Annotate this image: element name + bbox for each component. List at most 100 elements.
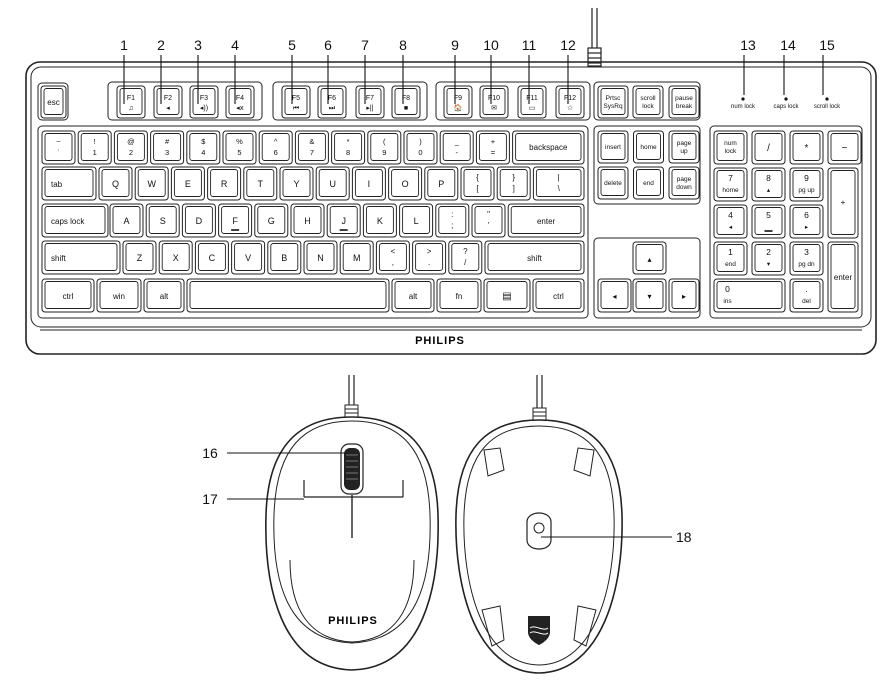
key-num-row-5-label: 5 [237,148,241,157]
key-k: K [362,203,397,238]
key-numpad-enter-label: enter [834,273,853,282]
key-numpad-9: 9pg up [789,167,824,202]
key-menu: ▤ [483,278,531,313]
key-numpad-r0-1-label: / [767,143,770,154]
key-page-up-label: up [680,148,688,155]
key-d-label: D [196,216,203,226]
key-w-label: W [147,179,156,189]
key-caps-lock: caps lock [41,203,109,238]
key-scroll-label: scroll [640,95,656,102]
key-numpad-r0-3-label: − [842,143,848,154]
key-num-row-3-label: # [165,137,170,146]
key-z: Z [122,240,157,275]
key-numpad-1-label: 1 [728,247,733,257]
key-fn: fn [436,278,482,313]
key-f9-label: F9 [454,95,462,102]
key-arrow-left: ◂ [597,278,632,313]
key-delete: delete [597,166,629,200]
key-p-label: P [438,179,444,189]
key-f8-label: F8 [402,95,410,102]
key-numpad-2: 2▾ [751,241,786,276]
key-num-row-10-label: 0 [418,148,422,157]
callout-number: 3 [194,37,202,53]
key-f1-label: ♫ [128,105,133,112]
indicator-led-1 [784,97,788,101]
f9-f12-frame [435,81,591,121]
key-s-label: S [160,216,166,226]
key-f5-label: ⏮ [293,105,299,112]
key-punct-z-1-label: > [427,247,432,256]
key-f2-label: F2 [164,95,172,102]
key-num-row-12-label: = [491,148,496,157]
key-f1-label: F1 [127,95,135,102]
key-bracket-0-label: [ [476,184,479,193]
key-num-row-1-label: ! [94,137,96,146]
keyboard-brand-logo: PHILIPS [415,335,465,347]
key-page-up-label: page [677,140,692,147]
key-left-shift-label: shift [51,254,66,263]
esc-frame [37,82,69,121]
key-num-row-0-label: ` [57,148,60,157]
key-f-label: F [232,216,238,226]
key-num-row-9-label: 9 [382,148,386,157]
key-left-ctrl: ctrl [41,278,95,313]
key-i: I [351,166,386,201]
key-y: Y [279,166,314,201]
key-f7-label: F7 [366,95,374,102]
key-bracket-1: }] [496,166,531,201]
key-num-row-4-label: 4 [201,148,205,157]
key-numpad-dot-label: . [805,284,807,294]
key-num-row-8-label: * [347,137,350,146]
key-numpad-6-label: 6 [804,210,809,220]
key-bracket-0: {[ [460,166,495,201]
key-punct-a-1-label: ' [488,221,490,230]
key-num-row-7-label: & [309,137,314,146]
key-g-label: G [268,216,275,226]
key-arrow-right: ▸ [668,278,700,313]
key-numpad-9-label: 9 [804,173,809,183]
key-arrow-right-label: ▸ [682,292,686,301]
key-numpad-4: 4◂ [713,204,748,239]
f5-f8-frame [272,81,428,121]
key-f: F [218,203,253,238]
key-numpad-plus-label: + [841,198,846,207]
key-numpad-r0-2: * [789,130,824,165]
key-o-label: O [402,179,409,189]
key-o: O [388,166,423,201]
key-left-alt-label: alt [160,292,169,301]
key-home: home [633,130,664,164]
key-punct-z-2-label: ? [463,247,468,256]
key-bracket-1-label: } [512,173,515,182]
key-punct-z-0-label: , [392,258,394,267]
indicator-led-0 [741,97,745,101]
key-f4-label: F4 [236,95,244,102]
key-f6-label: F6 [328,95,336,102]
key-numpad-8-label: 8 [766,173,771,183]
key-g: G [254,203,289,238]
key-f5: F5⏮ [281,85,311,119]
callout-number: 11 [522,37,537,53]
nav-mid-frame [593,125,701,205]
key-f10-label: F10 [488,95,500,102]
key-left-alt: alt [143,278,185,313]
key-f2: F2◂ [153,85,183,119]
key-num-row-2: @2 [113,130,148,165]
key-q: Q [98,166,133,201]
key-insert-label: insert [605,144,621,151]
key-v-label: V [245,253,251,263]
key-u-label: U [329,179,336,189]
callout-number: 8 [399,37,407,53]
key-arrow-up: ▴ [632,241,667,275]
key-numpad-8: 8▴ [751,167,786,202]
key-right-shift-label: shift [527,254,542,263]
key-punct-a-0-label: : [451,210,453,219]
key-num-row-7-label: 7 [310,148,314,157]
key-c: C [194,240,229,275]
key-s: S [145,203,180,238]
key-j-label: J [341,216,346,226]
key-tab-label: tab [51,180,63,189]
key-right-alt-label: alt [409,292,418,301]
